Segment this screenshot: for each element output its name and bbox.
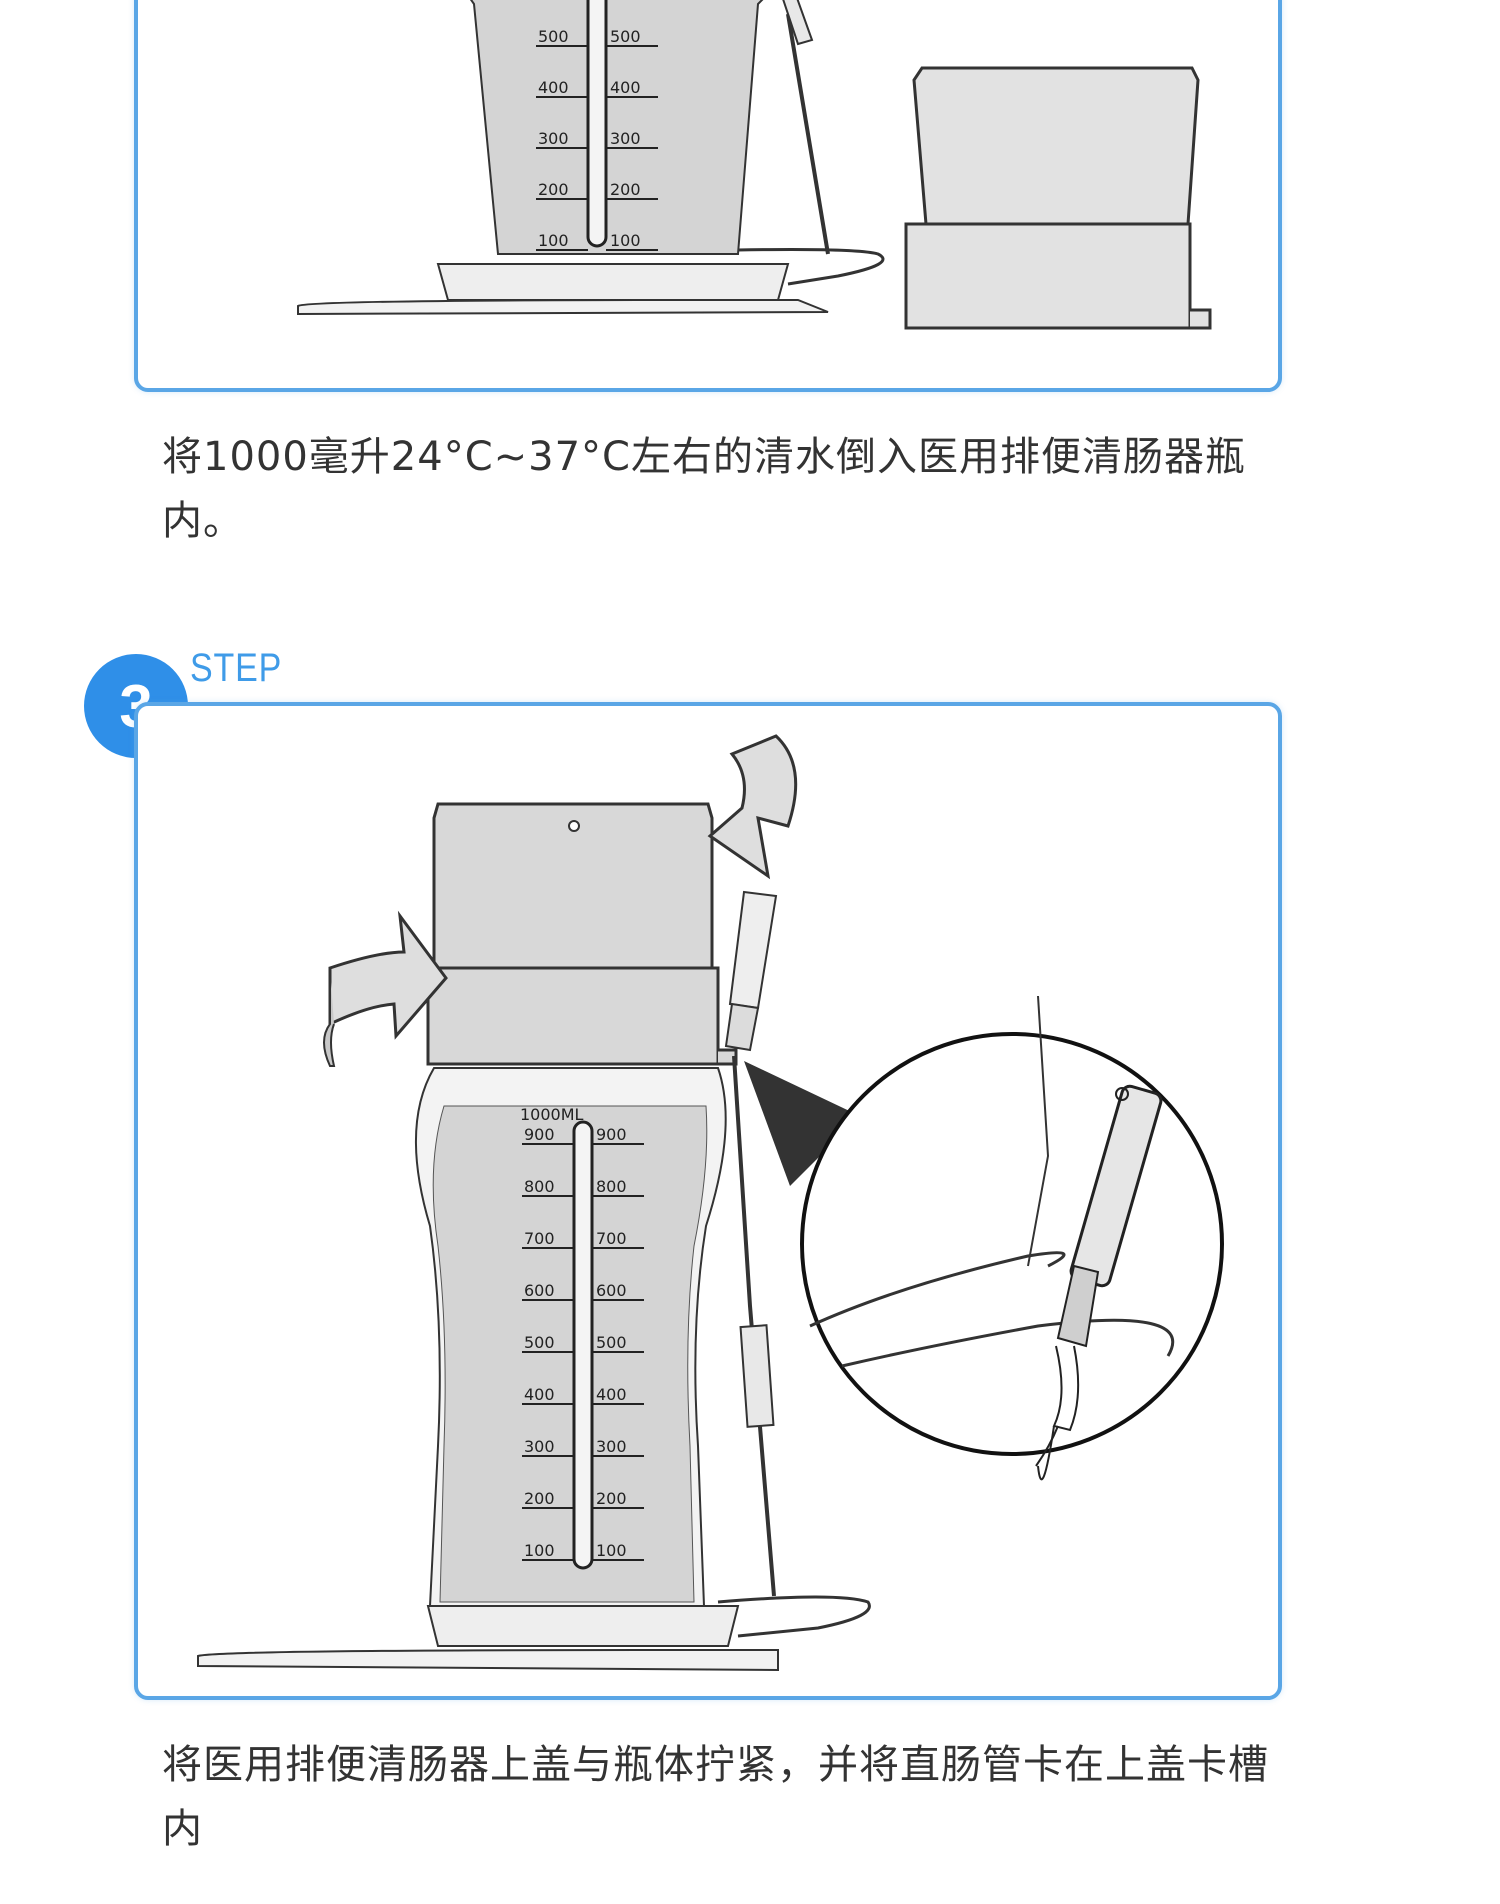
step3-illustration: 1000ML 900 900 800 800 700 700 600 600 500 500 400… [197,734,1224,1672]
scale-tick-right: 700 [596,1229,627,1248]
step2-illustration-panel: 500 500 400 400 300 300 200 200 100 100 [134,0,1282,392]
scale-tick-right: 200 [596,1489,627,1508]
scale-tick-right: 300 [610,129,641,148]
scale-tick-left: 800 [524,1177,555,1196]
scale-tick-left: 200 [538,180,569,199]
scale-tick-left: 700 [524,1229,555,1248]
scale-tick-right: 600 [596,1281,627,1300]
scale-tick-left: 900 [524,1125,555,1144]
scale-tick-left: 100 [538,231,569,250]
scale-tick-right: 400 [610,78,641,97]
scale-tick-left: 400 [524,1385,555,1404]
step3-illustration-panel: 1000ML 900 900 800 800 700 700 600 600 500 500 400… [134,702,1282,1700]
rotate-arrow-icon [328,910,448,1040]
scale-tick-right: 300 [596,1437,627,1456]
scale-tick-left: 300 [538,129,569,148]
scale-tick-right: 400 [596,1385,627,1404]
step-label: STEP [190,646,283,690]
step2-caption: 将1000毫升24°C~37°C左右的清水倒入医用排便清肠器瓶内。 [162,434,1246,544]
scale-tick-right: 800 [596,1177,627,1196]
step3-caption: 将医用排便清肠器上盖与瓶体拧紧，并将直肠管卡在上盖卡槽内 [162,1742,1269,1852]
scale-tick-right: 900 [596,1125,627,1144]
scale-tick-left: 500 [524,1333,555,1352]
rotate-arrow-icon-2 [707,734,798,880]
scale-tick-left: 100 [524,1541,555,1560]
scale-tick-left: 600 [524,1281,555,1300]
scale-tick-right: 100 [596,1541,627,1560]
step2-illustration: 500 500 400 400 300 300 200 200 100 100 [297,0,1212,330]
capacity-label: 1000ML [520,1105,584,1124]
scale-tick-right: 200 [610,180,641,199]
scale-tick-right: 500 [596,1333,627,1352]
scale-tick-left: 200 [524,1489,555,1508]
scale-tick-left: 400 [538,78,569,97]
scale-tick-left: 300 [524,1437,555,1456]
scale-tick-right: 500 [610,27,641,46]
scale-tick-left: 500 [538,27,569,46]
scale-tick-right: 100 [610,231,641,250]
